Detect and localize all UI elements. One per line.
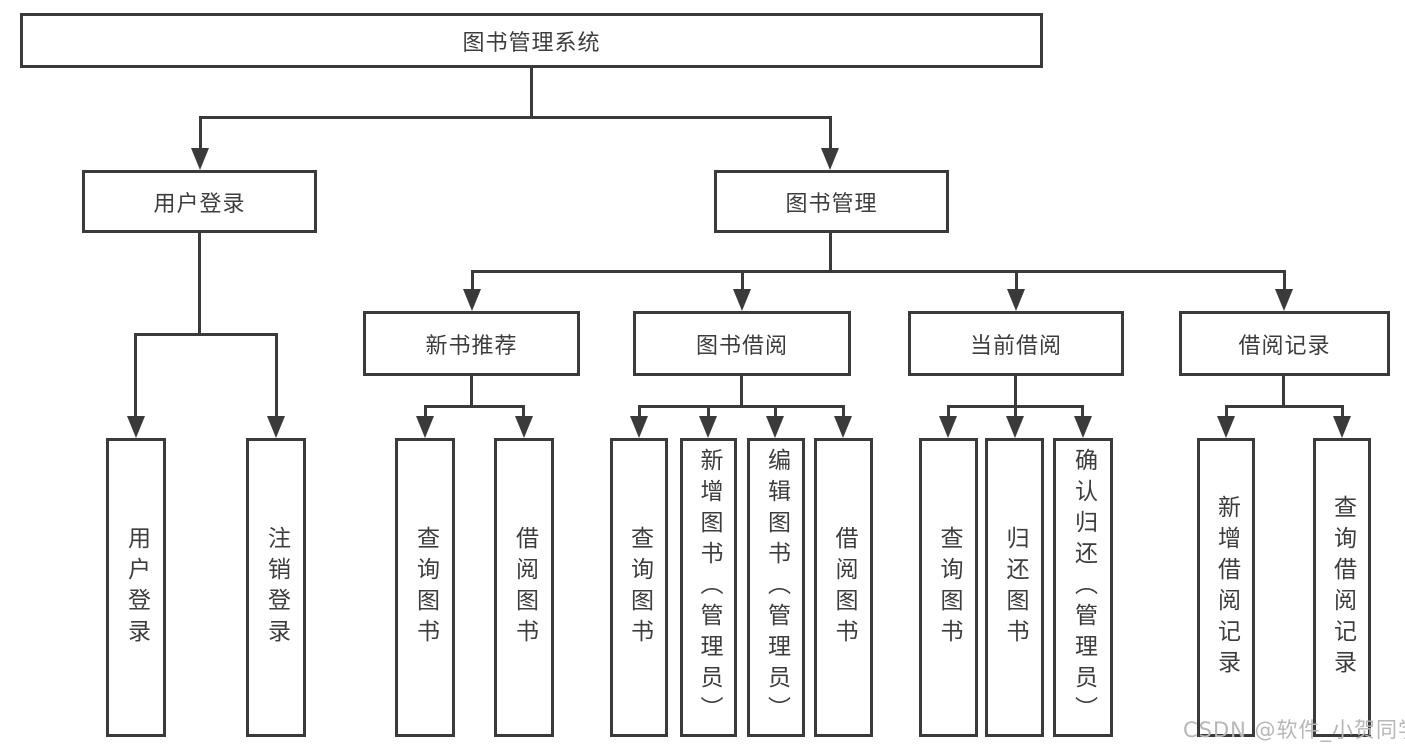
arrow-down-icon: [1333, 416, 1351, 438]
leaf-borrow-books-recommend: 借阅图书: [494, 438, 554, 737]
connector-line: [275, 333, 278, 420]
arrow-down-icon: [834, 416, 852, 438]
connector-line: [199, 116, 202, 152]
connector-line: [829, 116, 832, 152]
node-current-borrowing: 当前借阅: [908, 311, 1124, 376]
node-book-borrowing: 图书借阅: [633, 311, 851, 376]
arrow-down-icon: [1217, 416, 1235, 438]
connector-line: [774, 405, 777, 420]
connector-line: [707, 405, 710, 420]
node-label: 图书管理系统: [462, 30, 601, 56]
arrow-down-icon: [939, 416, 957, 438]
leaf-label: 确认归还（管理员）: [1070, 448, 1097, 727]
arrow-down-icon: [699, 416, 717, 438]
leaf-label: 归还图书: [1002, 525, 1028, 650]
connector-line: [1225, 405, 1344, 408]
connector-line: [842, 405, 845, 420]
leaf-label: 查询借阅记录: [1329, 494, 1356, 681]
node-label: 图书借阅: [695, 333, 788, 359]
connector-line: [1081, 405, 1084, 420]
connector-line: [829, 233, 832, 273]
arrow-down-icon: [821, 148, 839, 170]
connector-line: [740, 376, 743, 407]
arrow-down-icon: [1006, 416, 1024, 438]
arrow-down-icon: [1007, 289, 1025, 311]
connector-line: [1015, 270, 1018, 293]
leaf-edit-books-admin: 编辑图书（管理员）: [747, 438, 805, 737]
connector-line: [134, 333, 137, 420]
leaf-label: 查询图书: [936, 525, 962, 650]
leaf-label: 新增借阅记录: [1213, 494, 1240, 681]
arrow-down-icon: [630, 416, 648, 438]
connector-line: [200, 116, 832, 119]
connector-line: [1341, 405, 1344, 420]
arrow-down-icon: [191, 148, 209, 170]
leaf-query-books-recommend: 查询图书: [395, 438, 455, 737]
arrow-down-icon: [416, 416, 434, 438]
leaf-logout: 注销登录: [246, 438, 306, 737]
watermark: CSDN @软件_小贺同学: [1183, 718, 1405, 742]
leaf-add-books-admin: 新增图书（管理员）: [680, 438, 737, 737]
connector-line: [1225, 405, 1228, 420]
leaf-return-books: 归还图书: [985, 438, 1044, 737]
connector-line: [424, 405, 525, 408]
connector-line: [638, 405, 641, 420]
connector-line: [530, 68, 533, 118]
arrow-down-icon: [127, 416, 145, 438]
connector-line: [522, 405, 525, 420]
node-label: 用户登录: [153, 191, 246, 217]
leaf-borrow-books-borrowing: 借阅图书: [814, 438, 873, 737]
leaf-query-books-current: 查询图书: [919, 438, 978, 737]
leaf-confirm-return-admin: 确认归还（管理员）: [1053, 438, 1113, 737]
connector-line: [1283, 270, 1286, 293]
leaf-label: 注销登录: [263, 525, 290, 650]
leaf-label: 借阅图书: [831, 525, 857, 650]
leaf-label: 用户登录: [123, 525, 150, 650]
leaf-label: 查询图书: [626, 525, 653, 650]
connector-line: [947, 405, 950, 420]
leaf-label: 借阅图书: [511, 525, 538, 650]
connector-line: [1014, 405, 1017, 420]
leaf-add-borrow-record: 新增借阅记录: [1197, 438, 1255, 737]
leaf-query-books-borrowing: 查询图书: [610, 438, 668, 737]
node-book-management: 图书管理: [714, 170, 949, 233]
leaf-label: 编辑图书（管理员）: [763, 448, 790, 727]
node-borrowing-records: 借阅记录: [1179, 311, 1390, 376]
arrow-down-icon: [463, 289, 481, 311]
connector-line: [1282, 376, 1285, 407]
node-label: 当前借阅: [969, 333, 1062, 359]
arrow-down-icon: [515, 416, 533, 438]
leaf-label: 查询图书: [412, 525, 439, 650]
connector-line: [741, 270, 744, 293]
arrow-down-icon: [267, 416, 285, 438]
connector-line: [638, 405, 845, 408]
arrow-down-icon: [1074, 416, 1092, 438]
leaf-label: 新增图书（管理员）: [696, 448, 722, 727]
node-library-management-system: 图书管理系统: [20, 13, 1043, 68]
arrow-down-icon: [766, 416, 784, 438]
connector-line: [134, 333, 278, 336]
connector-line: [198, 233, 201, 335]
connector-line: [424, 405, 427, 420]
connector-line: [471, 270, 474, 293]
connector-line: [1014, 376, 1017, 407]
connector-line: [471, 270, 1286, 273]
leaf-query-borrow-record: 查询借阅记录: [1313, 438, 1371, 737]
leaf-user-login: 用户登录: [106, 438, 166, 737]
node-new-book-recommendation: 新书推荐: [363, 311, 580, 376]
node-label: 新书推荐: [425, 333, 518, 359]
node-label: 借阅记录: [1238, 333, 1331, 359]
connector-line: [470, 376, 473, 407]
arrow-down-icon: [733, 289, 751, 311]
node-label: 图书管理: [785, 191, 878, 217]
node-user-login: 用户登录: [82, 170, 317, 233]
arrow-down-icon: [1275, 289, 1293, 311]
